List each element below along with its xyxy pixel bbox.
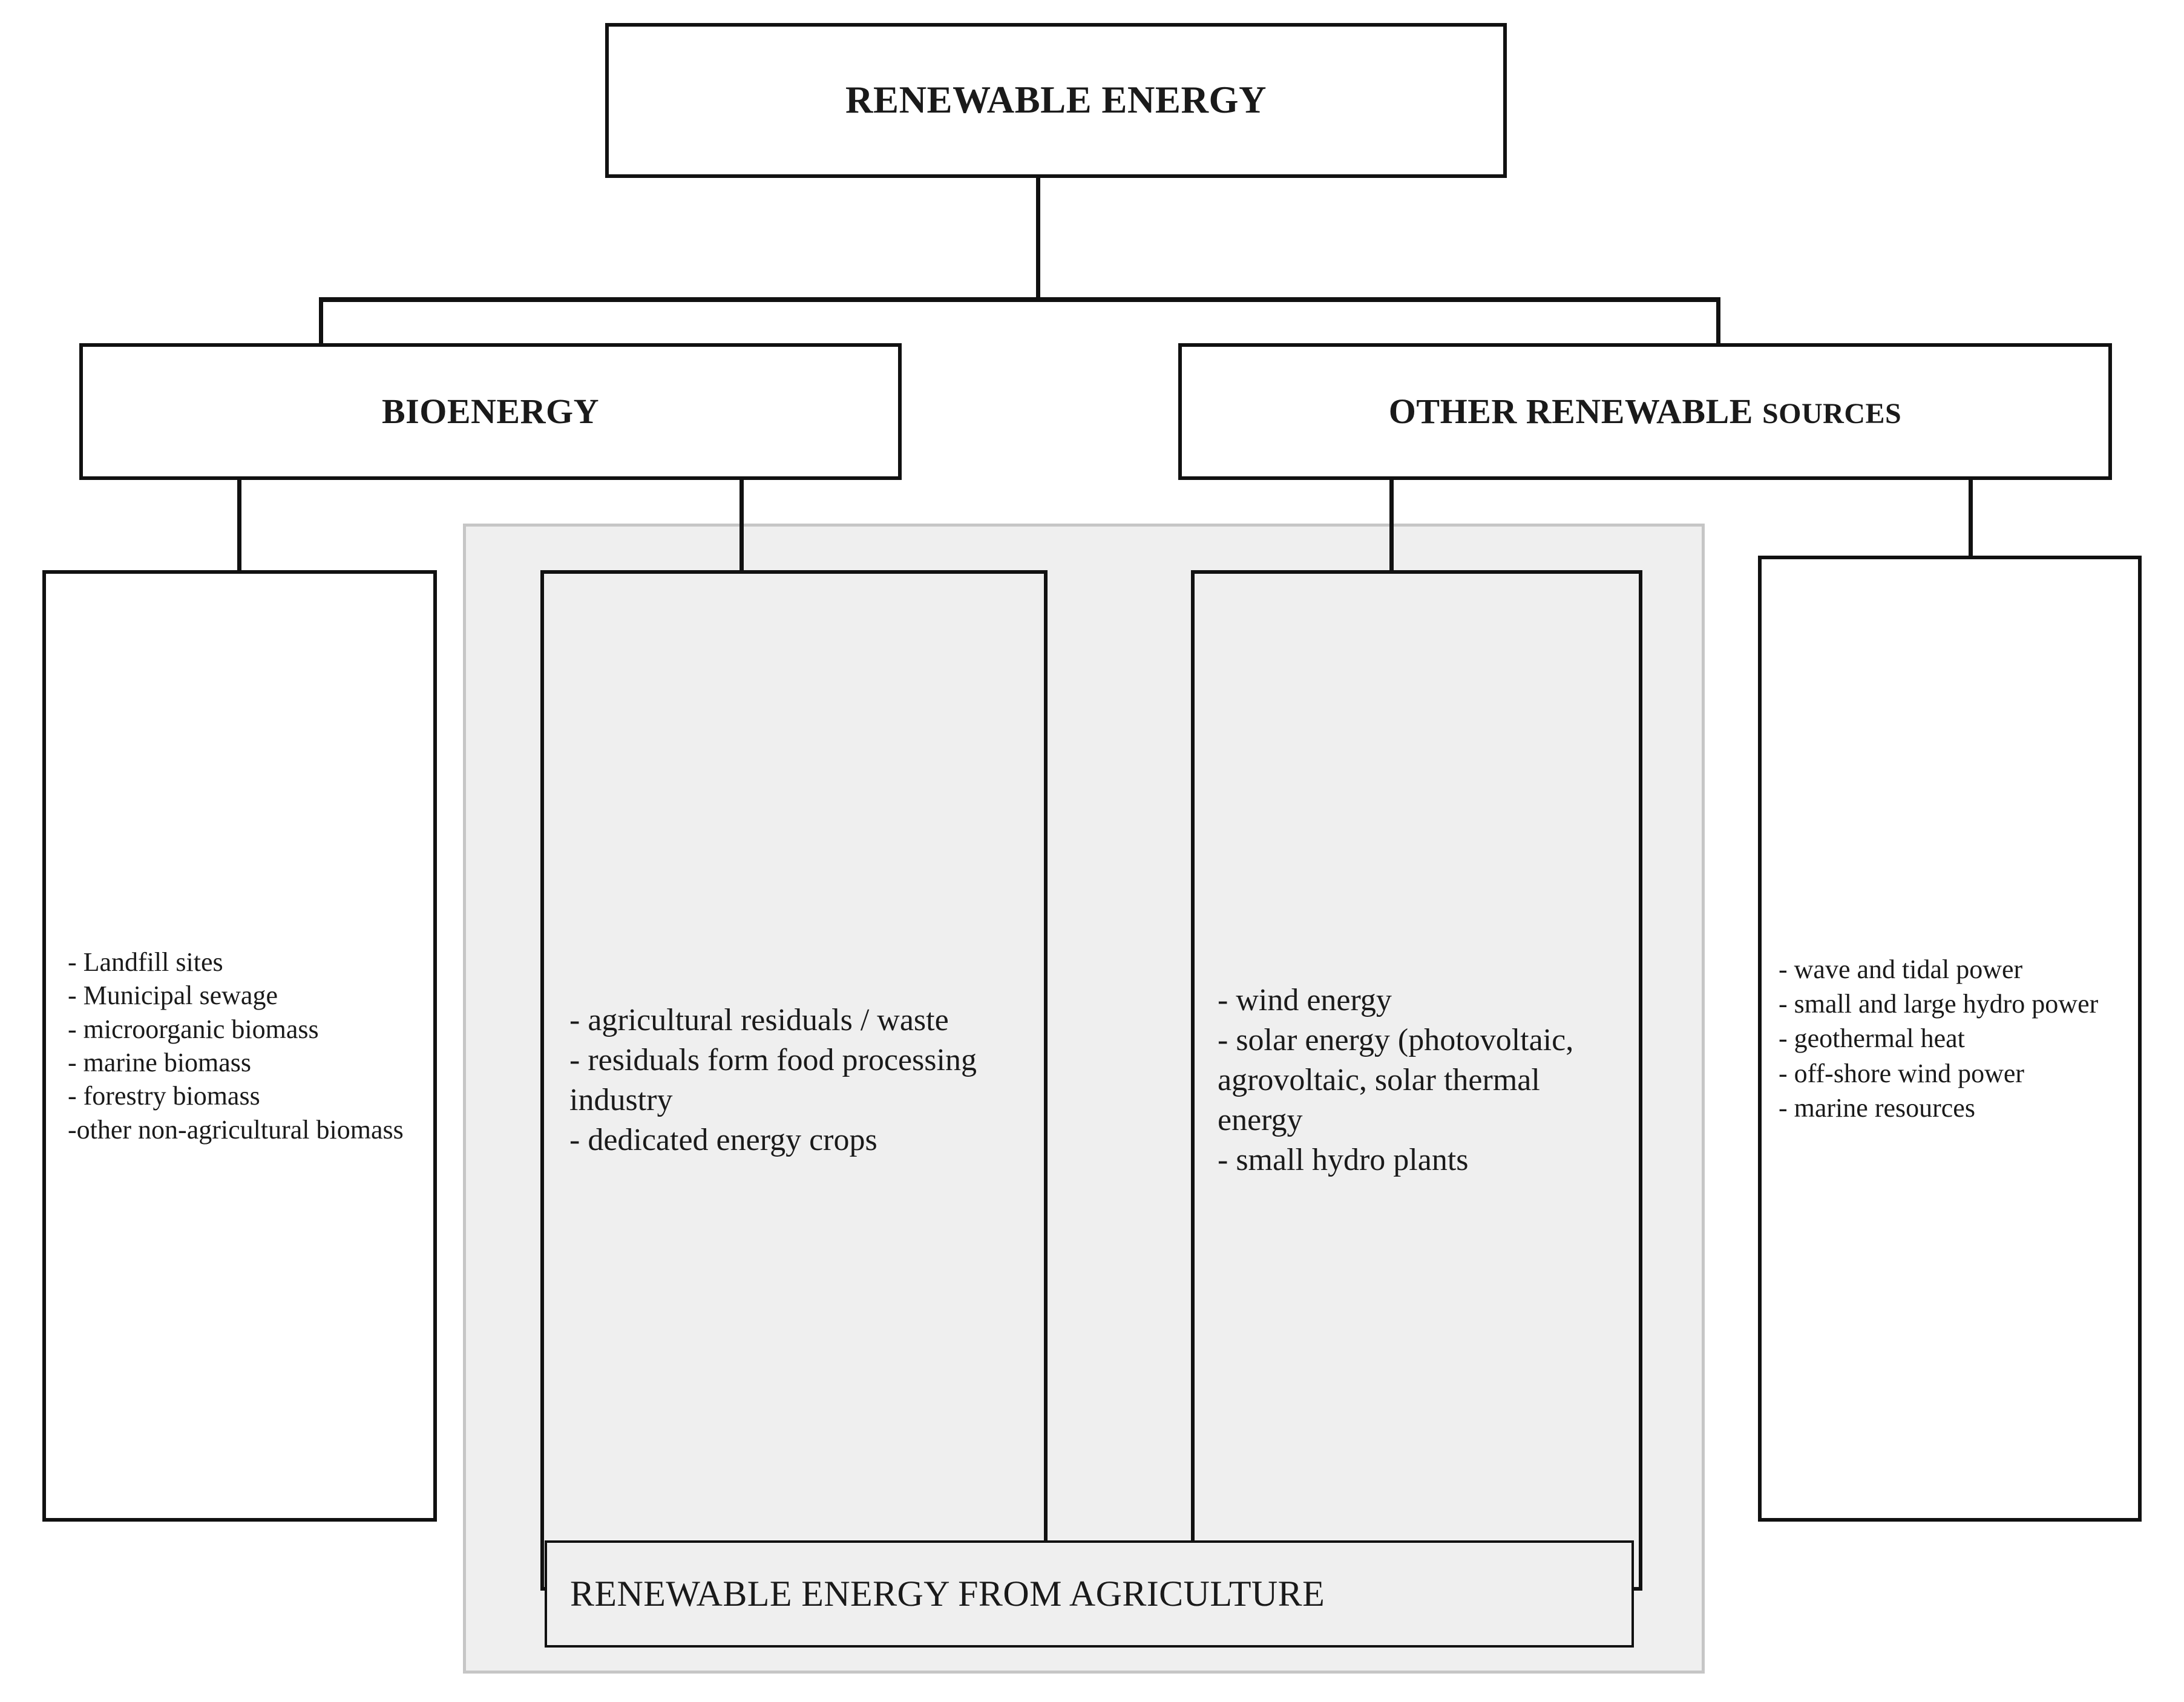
- connector-other-to-box3: [1389, 478, 1394, 574]
- list-item: - residuals form food processing industr…: [569, 1042, 977, 1117]
- leaf-box-other-renewable-agricultural[interactable]: - wind energy - solar energy (photovolta…: [1191, 570, 1642, 1591]
- list-item: - dedicated energy crops: [569, 1123, 877, 1158]
- connector-bioenergy-to-box2: [739, 478, 744, 574]
- node-other-renewable-sources-label-small: SOURCES: [1762, 398, 1902, 430]
- node-renewable-energy[interactable]: RENEWABLE ENERGY: [605, 23, 1507, 178]
- node-renewable-energy-label: RENEWABLE ENERGY: [845, 79, 1267, 122]
- list-item: - forestry biomass: [68, 1081, 260, 1111]
- list-item: - geothermal heat: [1779, 1024, 1965, 1054]
- list-item: - Landfill sites: [68, 947, 223, 977]
- panel-caption-label: RENEWABLE ENERGY FROM AGRICULTURE: [570, 1574, 1325, 1614]
- leaf-box-bioenergy-agricultural[interactable]: - agricultural residuals / waste - resid…: [540, 570, 1048, 1591]
- list-item: - wind energy: [1218, 982, 1392, 1017]
- list-item: - marine biomass: [68, 1048, 252, 1077]
- list-item: - small and large hydro power: [1779, 989, 2099, 1019]
- list-item: - marine resources: [1779, 1092, 1975, 1123]
- node-bioenergy[interactable]: BIOENERGY: [79, 343, 902, 480]
- connector-other-to-box4: [1969, 478, 1973, 558]
- node-other-renewable-sources[interactable]: OTHER RENEWABLE SOURCES: [1178, 343, 2112, 480]
- list-item: - Municipal sewage: [68, 981, 278, 1011]
- node-bioenergy-label: BIOENERGY: [381, 392, 599, 432]
- leaf-box-bioenergy-non-agricultural[interactable]: - Landfill sites - Municipal sewage - mi…: [42, 570, 437, 1522]
- connector-to-other-renewable: [1716, 297, 1720, 346]
- connector-bioenergy-to-box1: [237, 478, 241, 572]
- list-item: - solar energy (photovoltaic, agrovoltai…: [1218, 1022, 1574, 1138]
- connector-branch-bar: [319, 297, 1720, 302]
- panel-caption-box[interactable]: RENEWABLE ENERGY FROM AGRICULTURE: [545, 1540, 1634, 1648]
- leaf-box-other-renewable-non-agricultural[interactable]: - wave and tidal power - small and large…: [1758, 556, 2142, 1522]
- list-item: - small hydro plants: [1218, 1143, 1469, 1178]
- list-item: - wave and tidal power: [1779, 954, 2023, 985]
- list-item: - agricultural residuals / waste: [569, 1002, 949, 1037]
- list-item: - microorganic biomass: [68, 1014, 319, 1044]
- list-item: -other non-agricultural biomass: [68, 1114, 404, 1145]
- connector-root-stem: [1036, 178, 1040, 301]
- connector-to-bioenergy: [319, 297, 323, 346]
- node-other-renewable-sources-label: OTHER RENEWABLE: [1388, 392, 1762, 432]
- list-item: - off-shore wind power: [1779, 1058, 2025, 1088]
